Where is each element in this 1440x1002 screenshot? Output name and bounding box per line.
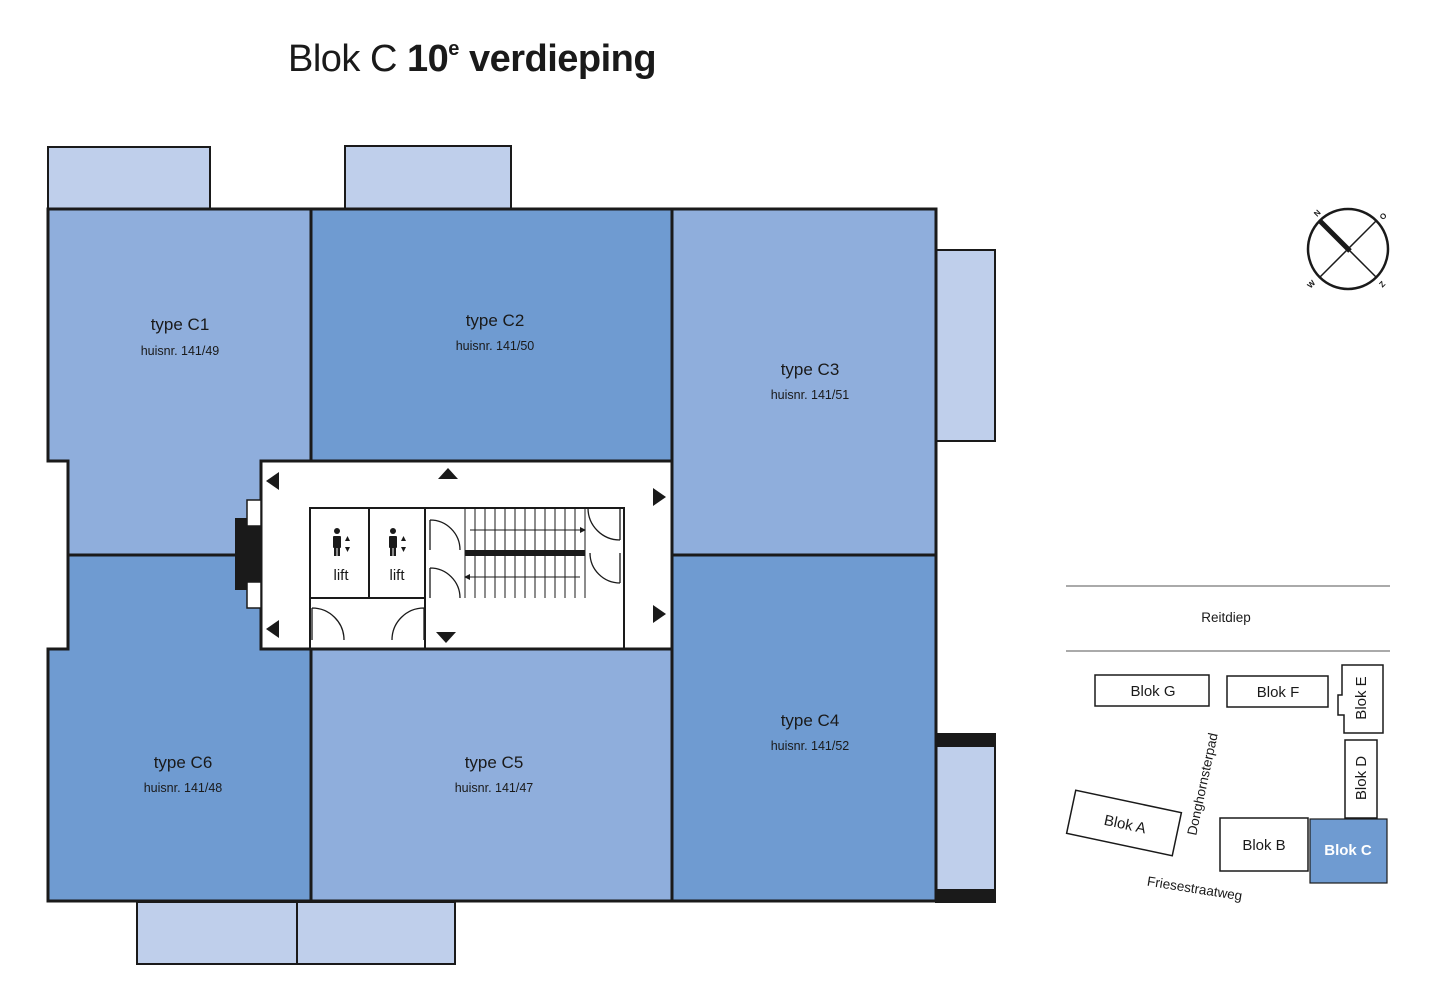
title-prefix: Blok C xyxy=(288,38,397,80)
entrance-door-top[interactable] xyxy=(246,499,262,527)
title-superscript: e xyxy=(448,38,459,60)
stair-arrow-up xyxy=(580,527,586,533)
door-shaft-left[interactable] xyxy=(311,607,345,641)
unit-c1[interactable] xyxy=(48,209,311,555)
site-block-a[interactable] xyxy=(1065,789,1183,857)
compass-west: W xyxy=(1305,278,1317,290)
compass-south: Z xyxy=(1377,279,1387,289)
balcony-c6[interactable] xyxy=(136,901,298,965)
core-interior xyxy=(309,507,625,650)
stair-arrow-down xyxy=(464,574,470,580)
balconies xyxy=(47,145,996,965)
unit-c6-type: type C6 xyxy=(154,753,213,772)
site-block-f[interactable] xyxy=(1226,675,1329,708)
unit-c3-type: type C3 xyxy=(781,360,840,379)
door-stair-left-bottom[interactable] xyxy=(429,567,461,599)
site-block-e-label: Blok E xyxy=(1353,676,1370,719)
person-lift-icon xyxy=(389,528,406,556)
balcony-c4-bar-top xyxy=(936,734,996,747)
person-lift-icon xyxy=(333,528,350,556)
water-label: Reitdiep xyxy=(1201,610,1251,625)
site-block-e[interactable] xyxy=(1337,664,1384,734)
unit-c3-house-number: huisnr. 141/51 xyxy=(771,388,850,402)
unit-c6[interactable] xyxy=(48,555,311,901)
unit-c2[interactable] xyxy=(311,209,672,461)
site-block-f-label: Blok F xyxy=(1257,684,1300,701)
doors xyxy=(311,507,621,641)
entrance-door-bottom[interactable] xyxy=(246,581,262,609)
unit-c2-type: type C2 xyxy=(466,311,525,330)
unit-c1-house-number: huisnr. 141/49 xyxy=(141,344,220,358)
compass-east: O xyxy=(1378,211,1389,222)
site-map: Reitdiep Blok G Blok F Blok E Blok D Blo… xyxy=(1065,585,1390,904)
site-block-d-label: Blok D xyxy=(1353,756,1370,800)
door-stair-left-top[interactable] xyxy=(429,519,461,551)
apartments xyxy=(48,209,936,901)
unit-c4[interactable] xyxy=(672,555,936,901)
site-block-c-current[interactable] xyxy=(1309,818,1388,884)
site-block-c-label: Blok C xyxy=(1324,842,1372,859)
view-arrow-icons xyxy=(266,468,666,643)
balcony-c1[interactable] xyxy=(47,146,211,210)
unit-c5-type: type C5 xyxy=(465,753,524,772)
entrance-frame xyxy=(235,518,261,590)
door-shaft-right[interactable] xyxy=(391,607,425,641)
balcony-c3[interactable] xyxy=(935,249,996,442)
door-stair-right-top[interactable] xyxy=(587,507,621,541)
site-block-d[interactable] xyxy=(1344,739,1378,819)
unit-c1-type: type C1 xyxy=(151,315,210,334)
unit-c2-house-number: huisnr. 141/50 xyxy=(456,339,535,353)
compass-icon: N O Z W xyxy=(1305,207,1390,291)
unit-c5-house-number: huisnr. 141/47 xyxy=(455,781,534,795)
site-block-g-label: Blok G xyxy=(1130,683,1175,700)
unit-c5[interactable] xyxy=(311,649,672,901)
compass-north: N xyxy=(1312,208,1323,219)
lift-label: lift xyxy=(390,567,406,584)
street-donghornsterpad: Donghornsterpad xyxy=(1184,731,1220,836)
site-block-b-label: Blok B xyxy=(1242,837,1285,854)
balcony-c4-bar-bottom xyxy=(936,889,996,902)
balcony-c5[interactable] xyxy=(296,901,456,965)
title-suffix: verdieping xyxy=(468,38,657,80)
balcony-c2[interactable] xyxy=(344,145,512,210)
lift-label: lift xyxy=(334,567,350,584)
site-block-g[interactable] xyxy=(1094,674,1210,707)
site-block-b[interactable] xyxy=(1219,817,1309,872)
title-floor-number: 10 xyxy=(406,38,449,80)
balcony-c4[interactable] xyxy=(935,733,996,903)
door-stair-right-bottom[interactable] xyxy=(589,552,621,584)
page-title: Blok C 10e verdieping xyxy=(288,38,657,88)
unit-c4-type: type C4 xyxy=(781,711,840,730)
unit-c3[interactable] xyxy=(672,209,936,555)
unit-c6-house-number: huisnr. 141/48 xyxy=(144,781,223,795)
street-friesestraatweg: Friesestraatweg xyxy=(1146,874,1243,904)
staircase-icon xyxy=(464,508,586,598)
unit-c4-house-number: huisnr. 141/52 xyxy=(771,739,850,753)
